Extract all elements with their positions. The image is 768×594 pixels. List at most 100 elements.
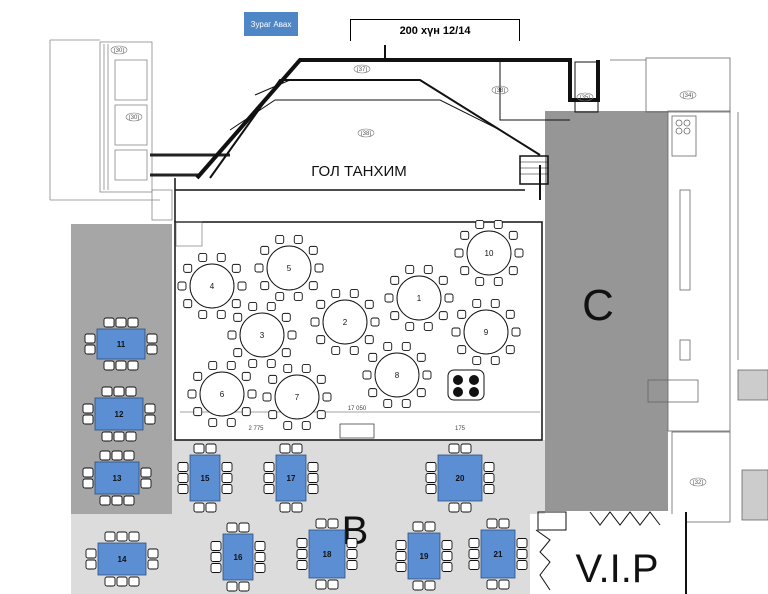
chair — [82, 403, 94, 414]
chair — [187, 389, 197, 399]
chair — [412, 521, 424, 532]
table-top — [466, 230, 512, 276]
round-table[interactable]: 1 — [384, 265, 454, 331]
chair — [448, 443, 460, 454]
chair — [486, 518, 498, 529]
chair — [296, 549, 308, 559]
table-top — [275, 454, 307, 502]
table-top — [266, 245, 312, 291]
chair — [468, 538, 480, 548]
chair — [490, 356, 500, 365]
chair — [177, 473, 189, 483]
table-number: 7 — [295, 393, 300, 402]
square-table[interactable]: 20 — [425, 443, 495, 513]
round-table[interactable]: 5 — [254, 235, 324, 301]
round-table[interactable]: 7 — [262, 364, 332, 430]
round-table[interactable]: 3 — [227, 302, 297, 368]
chair — [368, 388, 378, 398]
chair — [475, 277, 485, 286]
chair — [316, 410, 326, 420]
square-table[interactable]: 16 — [210, 522, 266, 592]
chair — [401, 399, 411, 408]
chair — [472, 299, 482, 308]
chair — [395, 562, 407, 572]
chair — [307, 462, 319, 472]
round-table[interactable]: 8 — [362, 342, 432, 408]
square-table[interactable]: 13 — [82, 450, 152, 506]
chair — [395, 551, 407, 561]
chair — [275, 292, 285, 301]
chair — [451, 327, 461, 337]
chair — [424, 521, 436, 532]
square-table[interactable]: 11 — [84, 317, 158, 371]
chair — [241, 371, 251, 381]
chair — [457, 309, 467, 319]
square-table[interactable]: 17 — [263, 443, 319, 513]
chair — [425, 473, 437, 483]
chair — [293, 292, 303, 301]
chair — [227, 330, 237, 340]
chair — [113, 386, 125, 397]
chair — [254, 541, 266, 551]
chair — [233, 348, 243, 358]
chair — [208, 361, 218, 370]
table-top — [374, 352, 420, 398]
round-table[interactable]: 4 — [177, 253, 247, 319]
square-table[interactable]: 15 — [177, 443, 233, 513]
round-table[interactable]: 9 — [451, 299, 521, 365]
zone-b-gray — [172, 440, 545, 514]
chair — [493, 277, 503, 286]
chair — [103, 360, 115, 371]
chair — [315, 579, 327, 590]
chair — [457, 345, 467, 355]
chair — [216, 253, 226, 262]
round-table[interactable]: 6 — [187, 361, 257, 427]
room-number: (30) — [129, 115, 140, 121]
table-top — [437, 454, 483, 502]
table-number: 18 — [323, 550, 332, 559]
square-table[interactable]: 19 — [395, 521, 453, 591]
chair — [308, 281, 318, 291]
download-image-button[interactable]: Зураг Авах — [244, 12, 298, 36]
chair — [438, 311, 448, 321]
chair — [82, 414, 94, 425]
chair — [111, 450, 123, 461]
table-number: 12 — [115, 410, 124, 419]
square-table[interactable]: 14 — [85, 531, 159, 587]
chair — [508, 230, 518, 240]
chair — [425, 484, 437, 494]
left-structure — [49, 39, 230, 221]
table-top — [274, 374, 320, 420]
chair — [262, 392, 272, 402]
chair — [516, 538, 528, 548]
chair — [314, 263, 324, 273]
chair — [395, 540, 407, 550]
chair — [221, 484, 233, 494]
room-number: (37) — [357, 67, 368, 73]
chair — [425, 462, 437, 472]
chair — [307, 473, 319, 483]
room-number: (35) — [580, 95, 591, 101]
chair — [266, 302, 276, 311]
chair — [279, 502, 291, 513]
chair — [486, 579, 498, 590]
square-table[interactable]: 21 — [468, 518, 528, 590]
chair — [498, 518, 510, 529]
chair — [331, 289, 341, 298]
chair — [322, 392, 332, 402]
round-table[interactable]: 10 — [454, 220, 524, 286]
chair — [115, 317, 127, 328]
chair — [275, 235, 285, 244]
chair — [99, 450, 111, 461]
dimension-total: 17 050 — [348, 406, 367, 412]
square-table[interactable]: 12 — [82, 386, 156, 442]
round-table[interactable]: 2 — [310, 289, 380, 355]
chair — [310, 317, 320, 327]
chair — [390, 275, 400, 285]
table-top — [199, 371, 245, 417]
chair — [412, 580, 424, 591]
chair — [263, 484, 275, 494]
square-table[interactable]: 18 — [296, 518, 358, 590]
chair — [475, 220, 485, 229]
chair — [307, 484, 319, 494]
